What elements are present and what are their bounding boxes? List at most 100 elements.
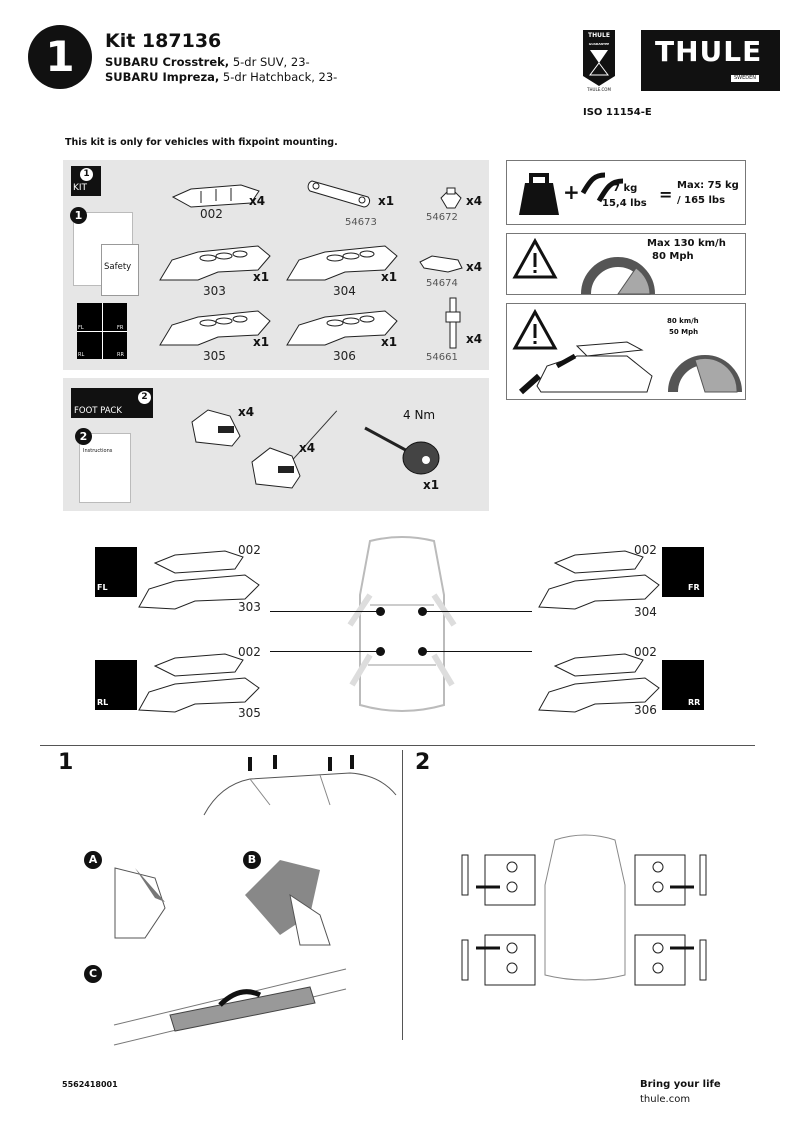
pos-rr: RR [117, 352, 124, 358]
foot-pack-manual-num: 2 [75, 428, 92, 445]
position-diagram: FL FR RL RR [77, 303, 127, 359]
pad-code: 305 [238, 706, 261, 720]
pos-fl: FL [78, 325, 84, 331]
thule-logo: THULE SWEDEN [641, 30, 780, 91]
sub-step-c-badge: C [84, 965, 102, 983]
load-speed-kmh: 80 km/h [667, 317, 699, 325]
part-qty: x4 [466, 260, 483, 274]
part-code: 54674 [426, 278, 458, 289]
kit-badge-num: 1 [80, 168, 93, 181]
fixpoint-notice: This kit is only for vehicles with fixpo… [65, 137, 338, 148]
hand-spray-icon [114, 867, 166, 939]
leader-line-rl [270, 651, 380, 652]
part-code: 304 [333, 284, 356, 298]
foot-icon [251, 447, 301, 489]
kit-badge-label: KIT [73, 183, 88, 193]
part-code: 305 [203, 349, 226, 363]
car-with-load-icon [519, 341, 653, 395]
position-tag-rr: RR [662, 660, 704, 710]
steps-divider-vertical [402, 750, 403, 1040]
kit-contents-panel: 1 KIT 1 Safety FL FR RL RR 002 x4 54673 … [63, 160, 489, 370]
step-number-badge: 1 [28, 25, 92, 89]
sub-step-a-badge: A [84, 851, 102, 869]
position-tag-rl: RL [95, 660, 137, 710]
car-top-view [347, 536, 457, 712]
bolt-54661-icon [445, 297, 461, 349]
leader-line-fr [422, 611, 532, 612]
badge-url: THULE.COM [587, 87, 611, 92]
badge-text: GUARANTEE [588, 42, 610, 46]
fixpoint-cover-icon [113, 968, 347, 1046]
foot-pack-badge: 2 FOOT PACK [71, 388, 153, 418]
pos-fr: FR [117, 325, 124, 331]
foot-b-qty: x4 [299, 441, 316, 455]
fixpoint-rr [418, 647, 427, 656]
leader-line-rr [422, 651, 532, 652]
bars-weight-kg: 7 kg [613, 183, 638, 194]
position-tag-fl: FL [95, 547, 137, 597]
logo-sub: SWEDEN [731, 75, 760, 82]
document-number: 5562418001 [62, 1080, 118, 1089]
roof-bars-icon [580, 172, 624, 203]
sub-step-b-badge: B [243, 851, 261, 869]
pad-303-icon [159, 245, 271, 281]
equals-sign: = [659, 185, 673, 204]
foot-pack-manual: 2 Instructions [75, 428, 131, 503]
pos-label: FR [688, 583, 700, 592]
part-code: 002 [200, 207, 223, 221]
loaded-speed-box: 80 km/h 50 Mph [506, 303, 746, 400]
bracket-code: 002 [634, 645, 657, 659]
part-qty: x1 [378, 194, 395, 208]
foot-pack-panel: 2 FOOT PACK 2 Instructions x4 x4 4 Nm x1 [63, 378, 489, 511]
part-code: 303 [203, 284, 226, 298]
speed-gauge-icon [581, 257, 655, 295]
part-qty: x1 [253, 270, 270, 284]
badge-brand: THULE [588, 32, 610, 39]
weight-icon [519, 173, 559, 215]
step-2-number: 2 [415, 750, 431, 775]
safety-booklet: Safety [101, 244, 139, 296]
part-code: 306 [333, 349, 356, 363]
bars-weight-lbs: 15,4 lbs [602, 198, 647, 209]
car-roof-cleaning-icon [203, 755, 397, 816]
kit-manual-num: 1 [70, 207, 87, 224]
plus-sign: + [563, 180, 580, 204]
warning-icon [512, 237, 558, 279]
pad-code: 304 [634, 605, 657, 619]
foot-pack-label: FOOT PACK [74, 406, 122, 416]
plate-54673-icon [307, 180, 371, 208]
foot-a-qty: x4 [238, 405, 255, 419]
pad-code: 303 [238, 600, 261, 614]
max-speed-mph: 80 Mph [652, 251, 694, 262]
max-load-kg: Max: 75 kg [677, 180, 739, 191]
step-1-number: 1 [58, 750, 74, 775]
speed-limit-box: Max 130 km/h 80 Mph [506, 233, 746, 295]
warning-icon [512, 308, 558, 350]
torque-tool-icon [364, 426, 440, 475]
foot-icon [191, 409, 241, 447]
kit-title: Kit 187136 [105, 30, 222, 52]
guarantee-badge: THULE GUARANTEE THULE.COM [583, 30, 615, 92]
pos-label: FL [97, 583, 108, 592]
part-code: 54673 [345, 217, 377, 228]
part-qty: x1 [381, 335, 398, 349]
kit-box-badge: 1 KIT [71, 166, 101, 196]
pos-rl: RL [78, 352, 85, 358]
nut-54672-icon [440, 187, 462, 209]
part-code: 54672 [426, 212, 458, 223]
bracket-002-icon [171, 184, 260, 208]
pad-304-icon [286, 245, 398, 281]
vehicle-details: 5-dr Hatchback, 23- [219, 70, 338, 84]
leader-line-fl [270, 611, 380, 612]
clip-54674-icon [419, 255, 463, 273]
vehicle-model: SUBARU Crosstrek, [105, 55, 230, 69]
load-capacity-box: + 7 kg 15,4 lbs = Max: 75 kg / 165 lbs [506, 160, 746, 225]
bracket-code: 002 [238, 543, 261, 557]
assembly-rr-icon [538, 653, 660, 713]
vehicle-details: 5-dr SUV, 23- [229, 55, 310, 69]
max-load-lbs: / 165 lbs [677, 195, 726, 206]
pad-code: 306 [634, 703, 657, 717]
footer-site: thule.com [640, 1094, 691, 1105]
torque-spec: 4 Nm [403, 408, 436, 422]
assembly-fl-icon [138, 550, 260, 610]
